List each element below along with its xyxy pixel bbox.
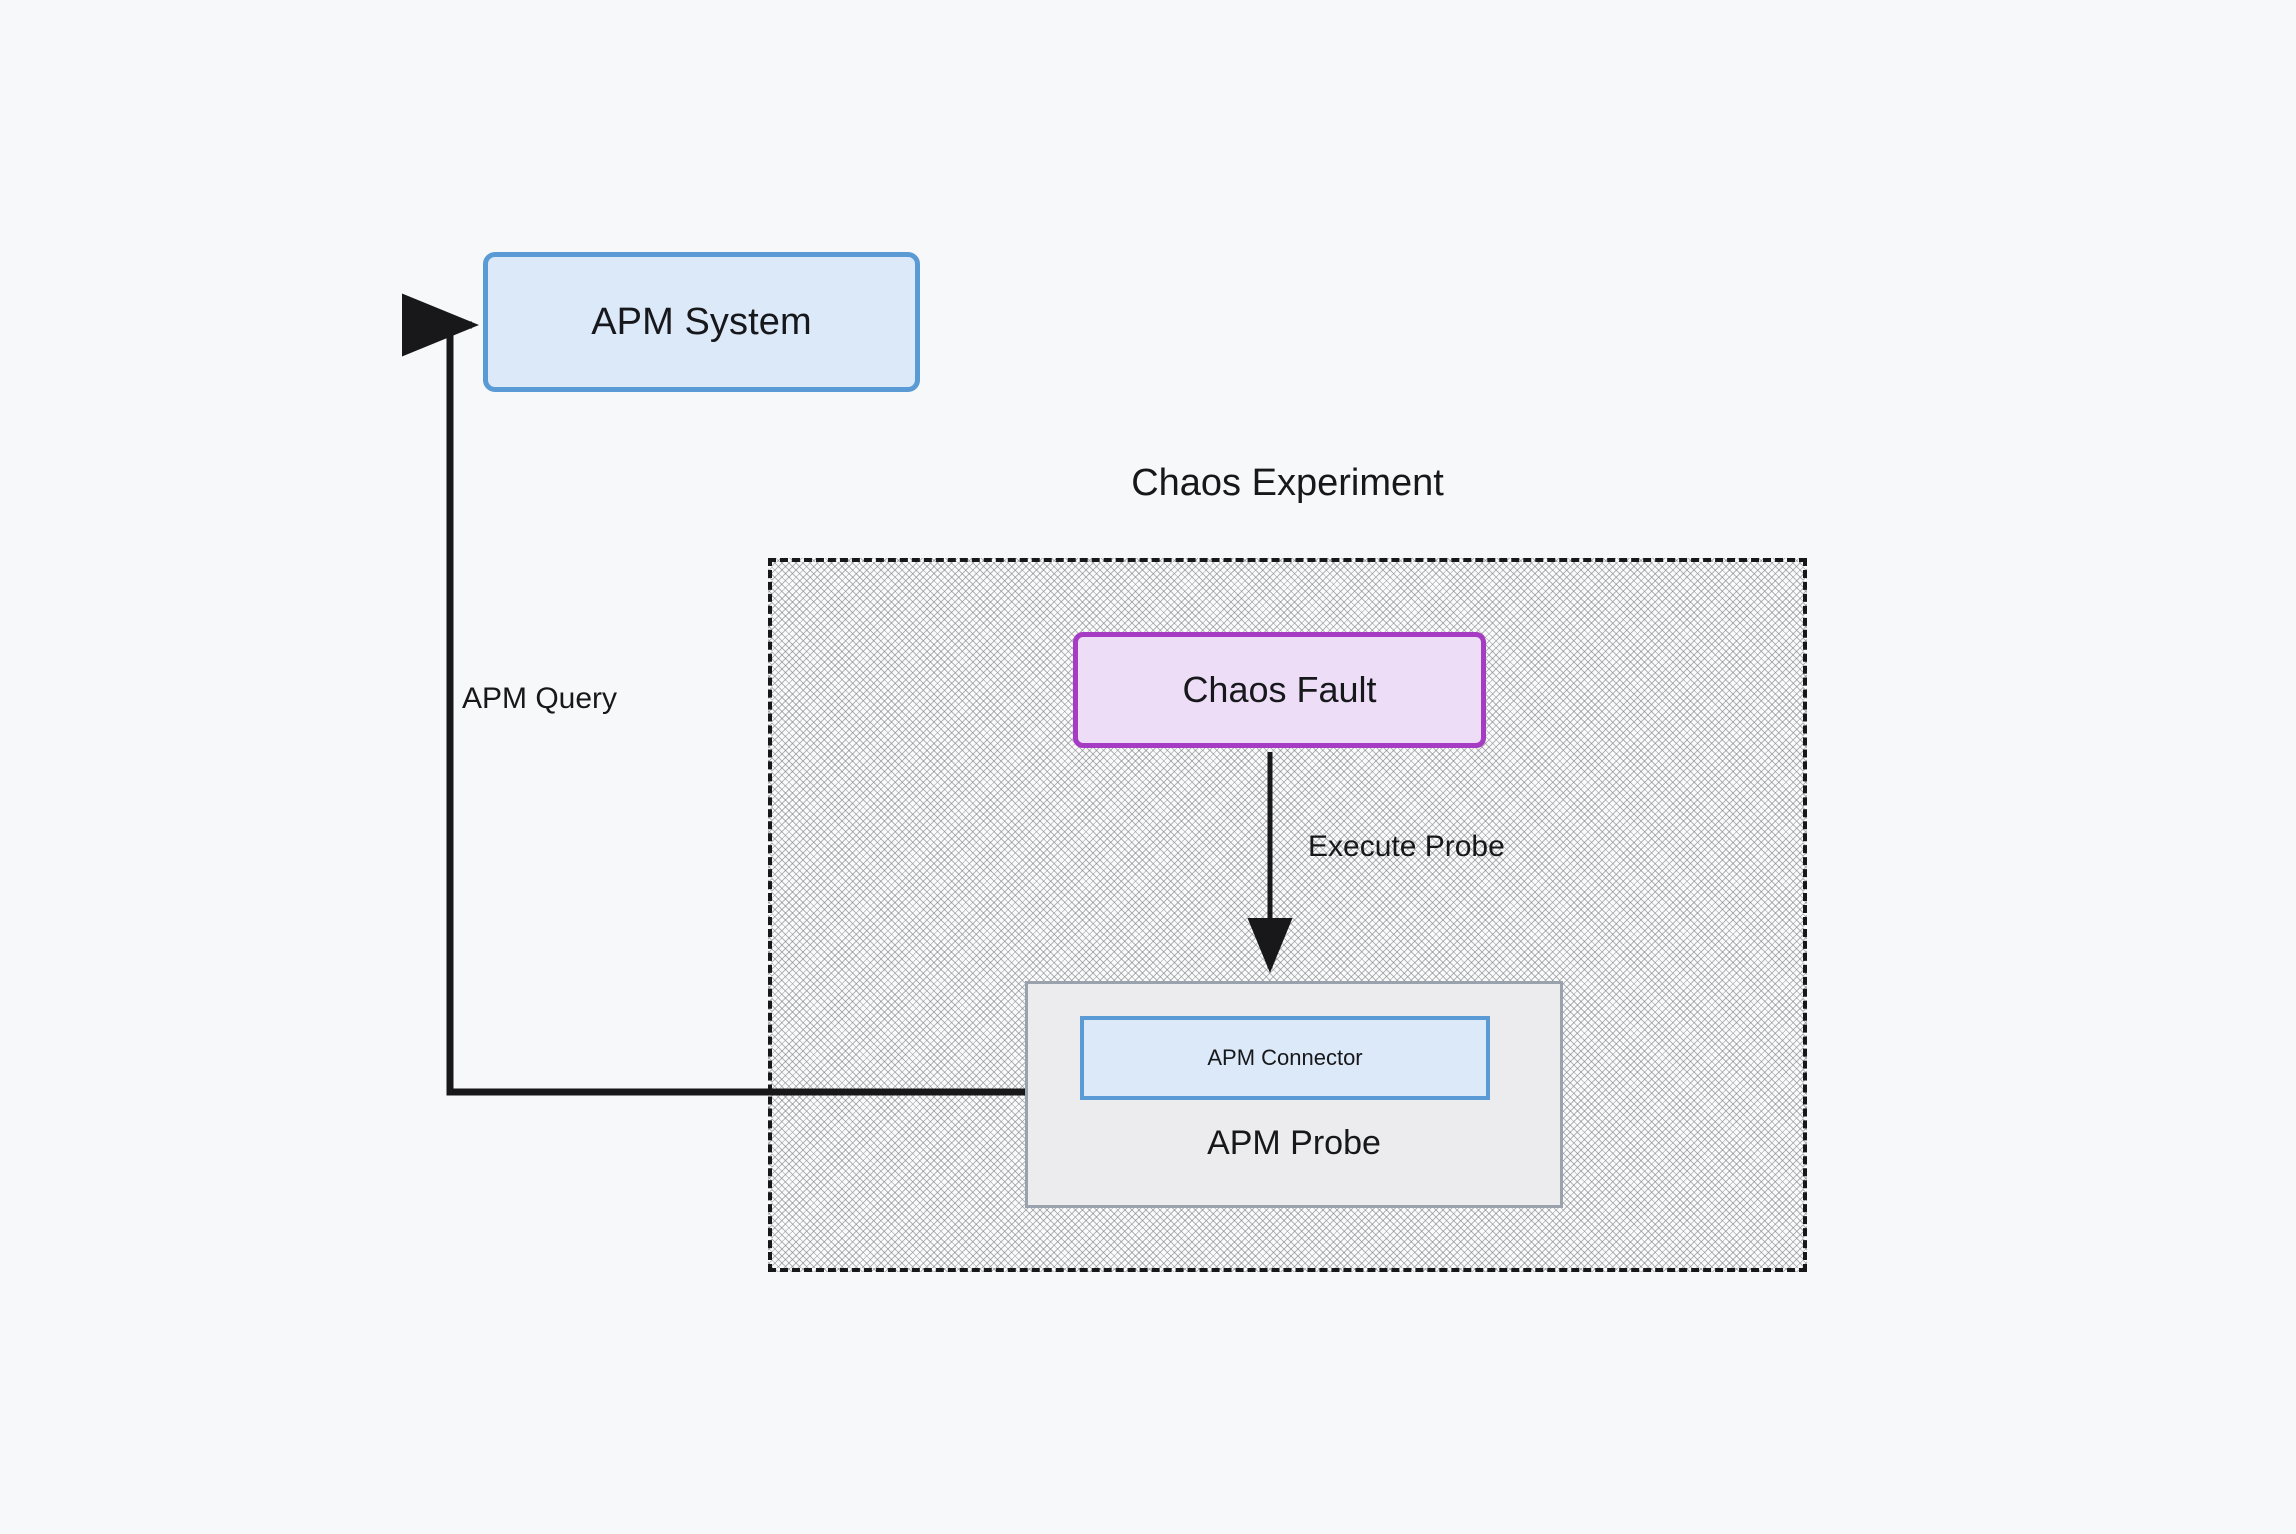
chaos-experiment-title: Chaos Experiment [1131,462,1444,504]
node-apm-system[interactable]: APM System [483,252,920,392]
apm-query-edge-label: APM Query [462,682,618,715]
node-apm-probe-label: APM Probe [1207,1124,1381,1162]
node-apm-connector-label: APM Connector [1207,1045,1363,1070]
execute-probe-edge-label: Execute Probe [1308,830,1505,863]
node-apm-connector[interactable]: APM Connector [1080,1016,1490,1100]
node-apm-system-label: APM System [591,300,812,343]
node-chaos-fault-label: Chaos Fault [1182,669,1377,710]
node-chaos-fault[interactable]: Chaos Fault [1073,632,1486,748]
